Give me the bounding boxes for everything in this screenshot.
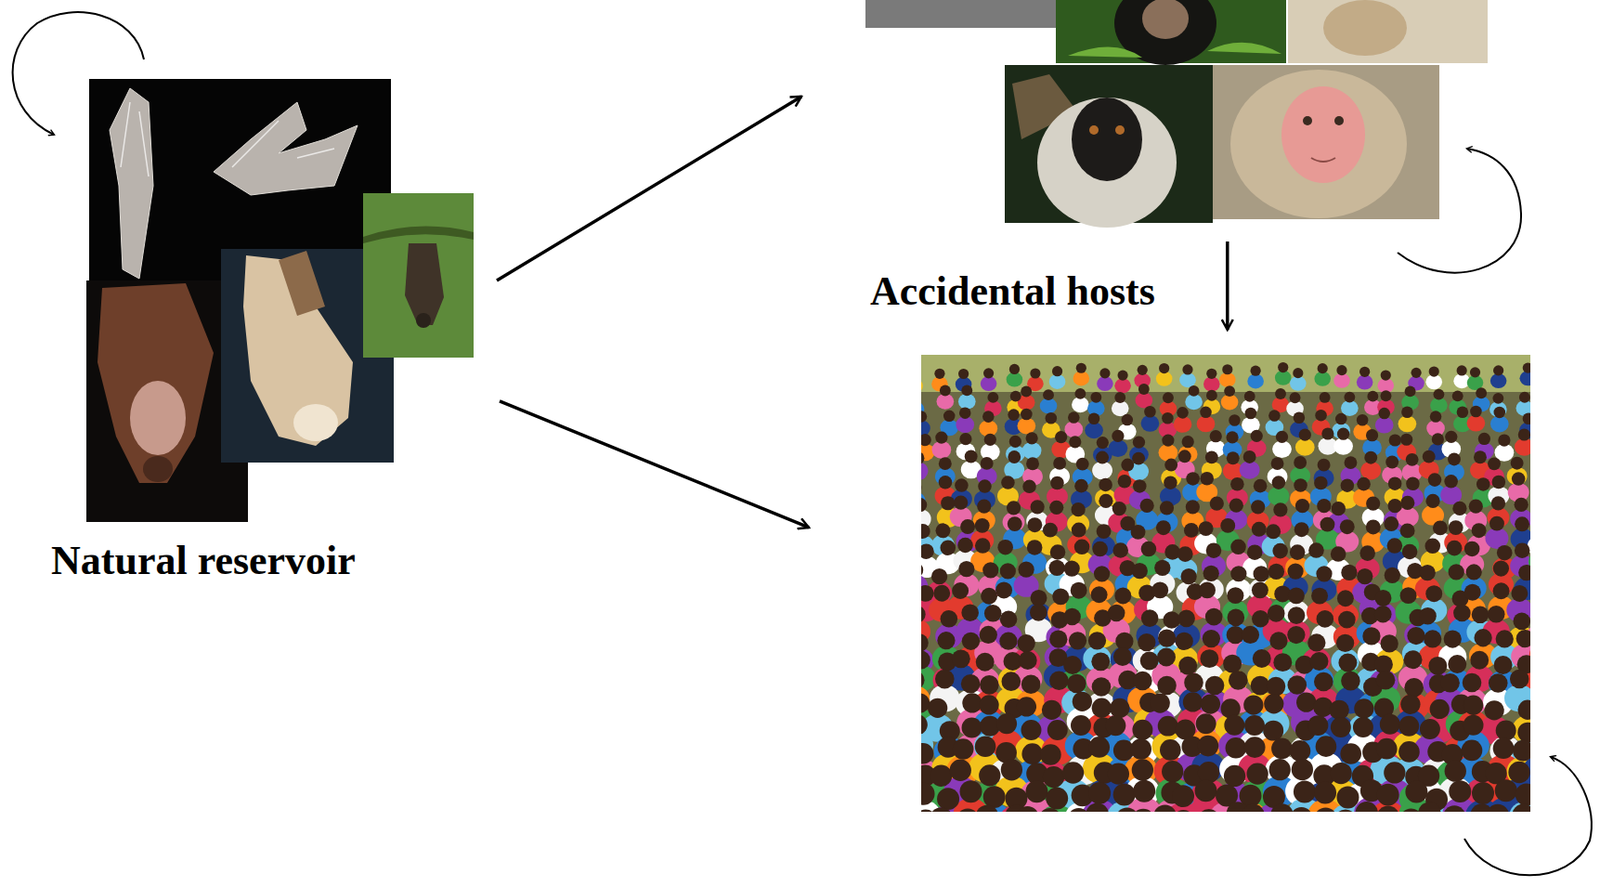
primate-photos bbox=[865, 0, 1488, 228]
transmission-arrow bbox=[496, 96, 802, 281]
photo-group bbox=[921, 354, 1531, 812]
self-loop-arrows bbox=[13, 12, 1592, 875]
crowd-photo bbox=[921, 354, 1531, 812]
group-label: Accidental hosts bbox=[870, 269, 1156, 314]
bat-photos bbox=[86, 78, 474, 522]
photo-group: Accidental hosts bbox=[865, 0, 1490, 223]
photo-group: Natural reservoir bbox=[86, 78, 475, 522]
group-label: Natural reservoir bbox=[51, 538, 356, 584]
transmission-arrow bbox=[1225, 241, 1230, 330]
transmission-arrow bbox=[499, 401, 809, 528]
